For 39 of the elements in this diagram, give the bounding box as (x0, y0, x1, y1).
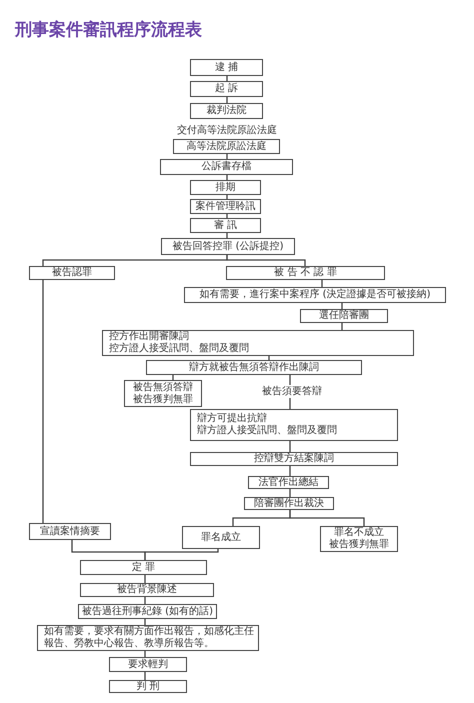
flow-box: 要求輕判 (109, 657, 187, 672)
connector-line (42, 280, 44, 523)
flow-box: 選任陪審團 (300, 309, 388, 323)
connector-line (289, 398, 291, 409)
flow-box: 審 訊 (190, 218, 261, 233)
flow-box: 罪名不成立 被告獲判無罪 (320, 526, 398, 552)
connector-line (289, 375, 291, 385)
flow-box: 罪名成立 (182, 526, 260, 549)
flow-box: 辯方可提出抗辯 辯方證人接受訊問、盤問及覆問 (190, 409, 398, 441)
flow-box: 逮 捕 (190, 59, 263, 76)
connector-line (289, 441, 291, 452)
flow-box: 被告回答控罪 (公訴提控) (161, 238, 295, 255)
connector-line (289, 466, 291, 476)
flow-box: 控辯雙方結案陳詞 (190, 452, 398, 466)
connector-line (144, 549, 219, 560)
flow-box: 被告背景陳述 (80, 583, 214, 597)
flow-box: 案件管理聆訊 (190, 199, 261, 214)
flow-note: 交付高等法院原訟法庭 (177, 124, 277, 137)
flow-box: 如有需要，要求有關方面作出報告，如感化主任報告、勞教中心報告、教導所報告等。 (37, 625, 259, 651)
flow-box: 被告認罪 (29, 266, 115, 280)
flow-box: 如有需要，進行案中案程序 (決定證據是否可被接納) (184, 287, 446, 303)
flow-box: 法官作出總結 (248, 476, 329, 489)
flow-box: 裁判法院 (190, 103, 263, 119)
flow-box: 宣讀案情摘要 (29, 523, 111, 540)
flow-box: 排期 (190, 180, 261, 195)
flow-box: 判 刑 (109, 680, 187, 693)
flow-box: 控方作出開審陳詞 控方證人接受訊問、盤問及覆問 (102, 330, 414, 356)
diagram-title: 刑事案件審訊程序流程表 (15, 19, 202, 41)
flow-box: 公訴書存檔 (160, 159, 293, 175)
flow-box: 定 罪 (80, 560, 207, 575)
flow-box: 辯方就被告無須答辯作出陳詞 (146, 360, 362, 375)
flow-box: 起 訴 (190, 81, 263, 97)
flow-box: 陪審團作出裁決 (244, 497, 334, 510)
flow-box: 高等法院原訟法庭 (173, 139, 280, 154)
flow-box: 被告無須答辯 被告獲判無罪 (124, 380, 202, 407)
flow-box: 被 告 不 認 罪 (226, 266, 385, 280)
connector-line (226, 255, 306, 266)
flow-box: 被告過往刑事紀錄 (如有的話) (78, 604, 217, 619)
connector-line (289, 510, 365, 526)
